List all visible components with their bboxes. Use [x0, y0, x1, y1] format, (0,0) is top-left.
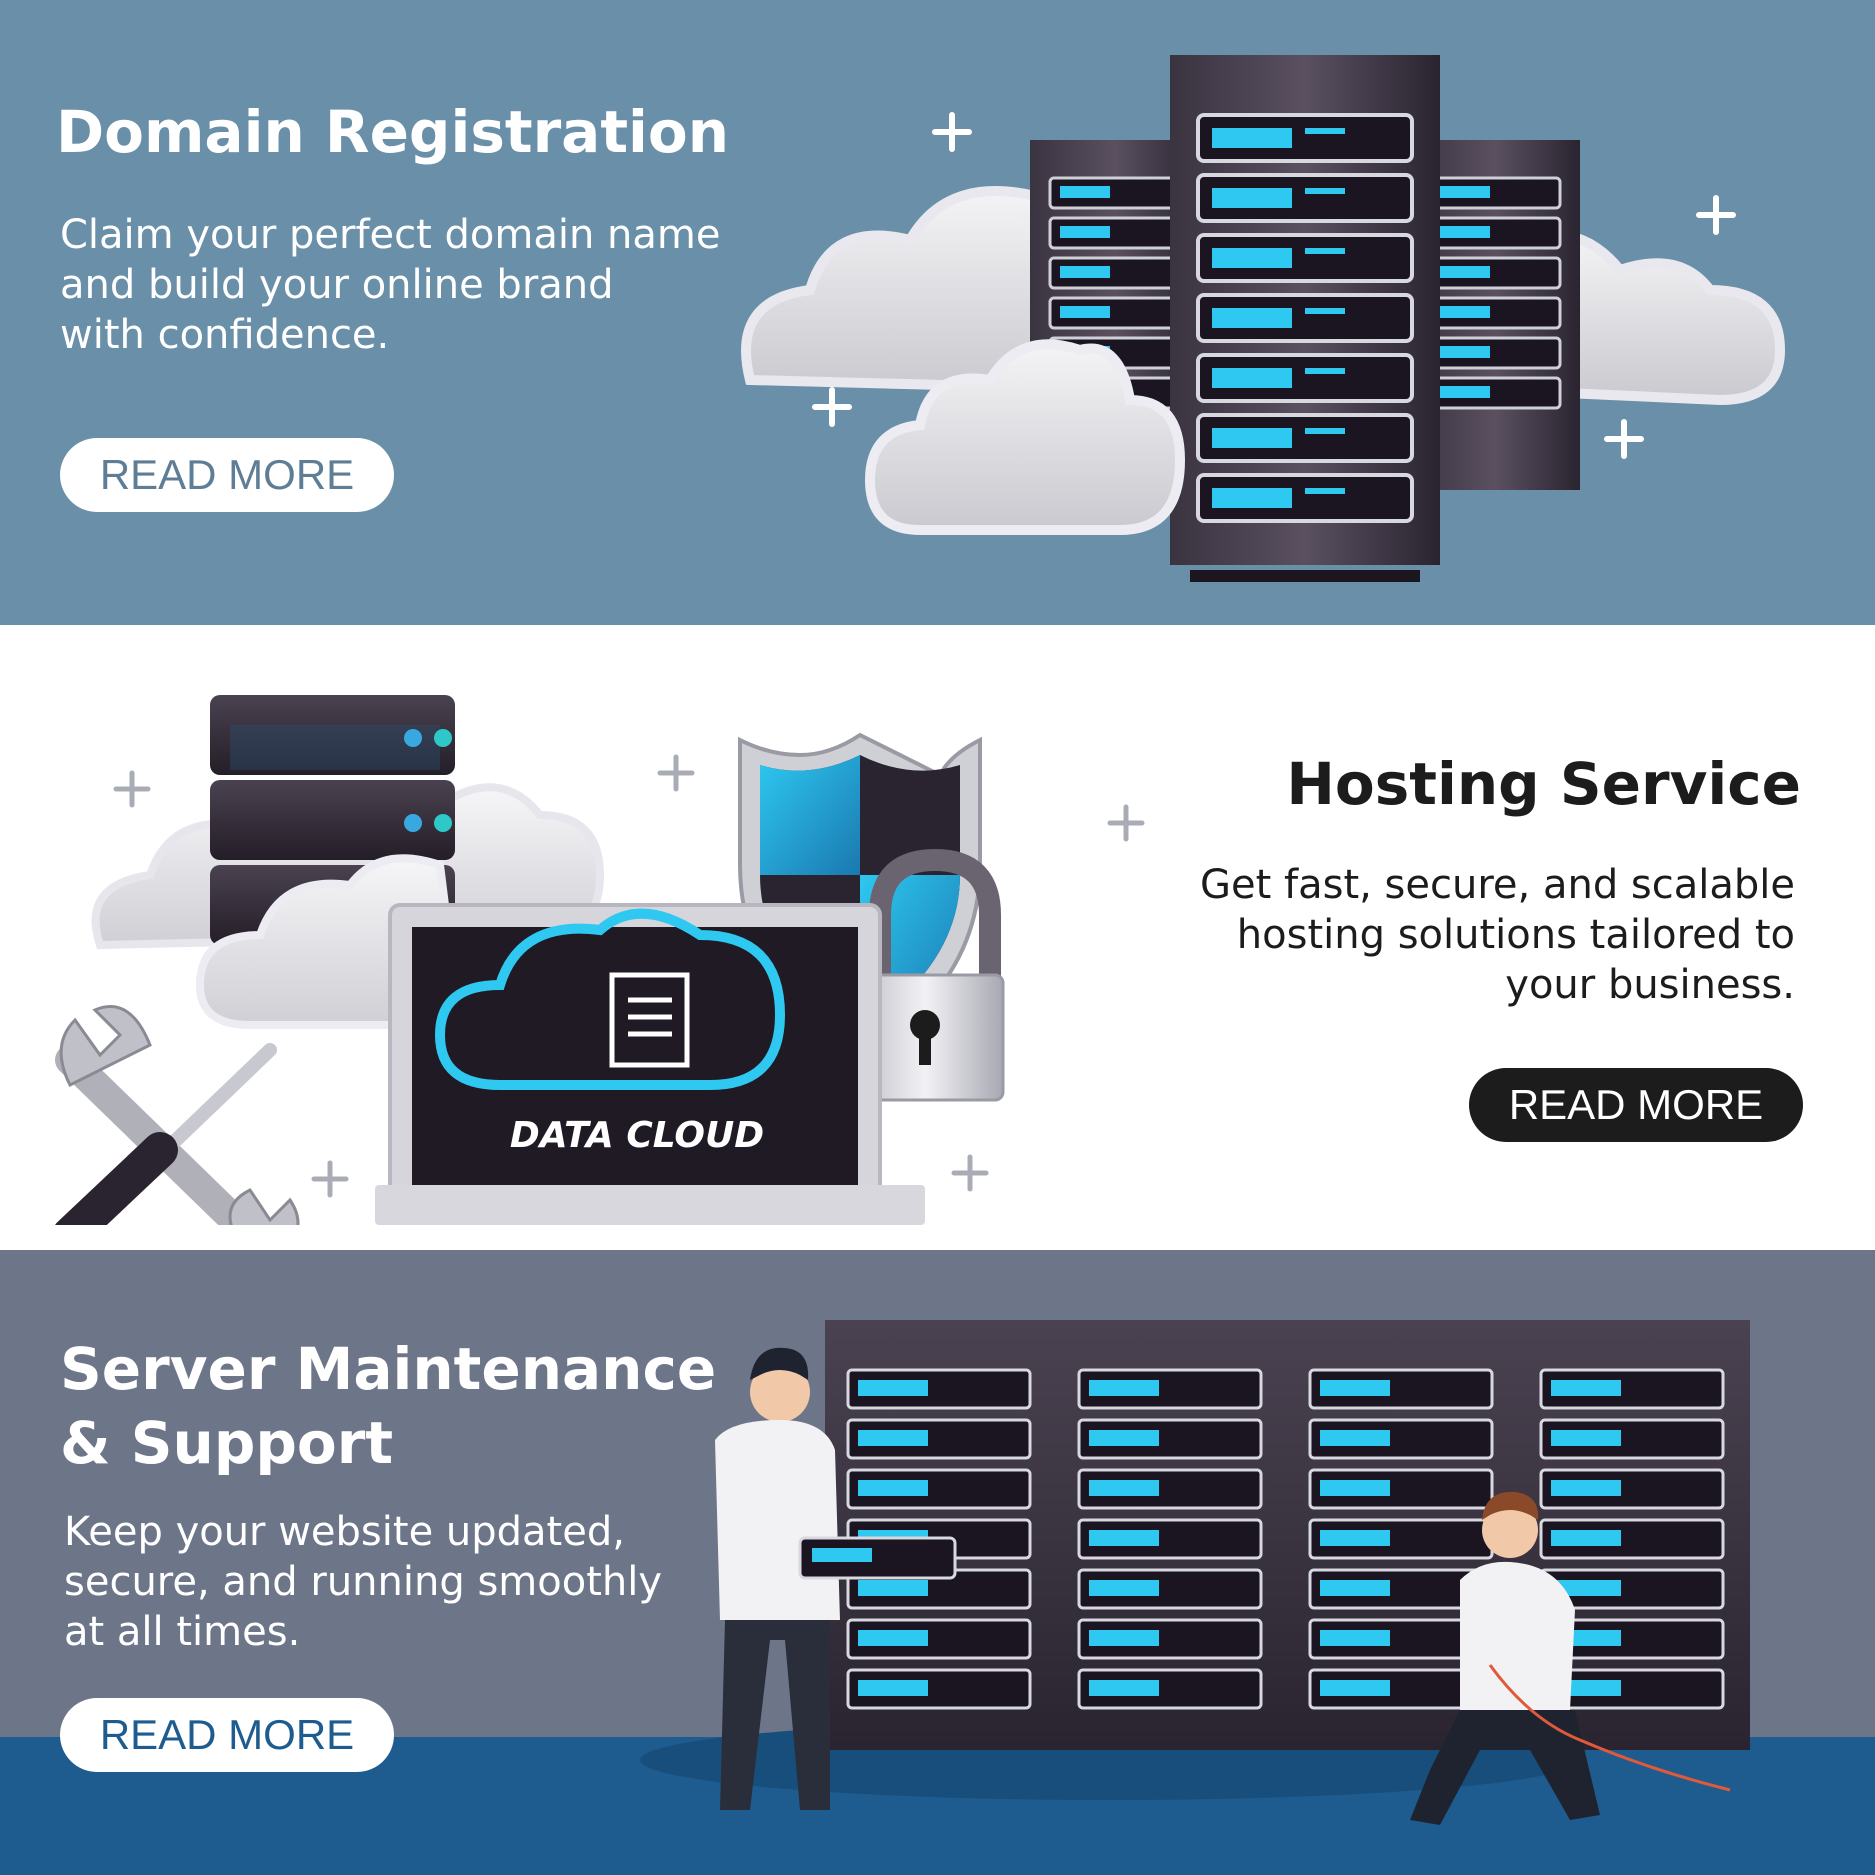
description-line: Keep your website updated,: [64, 1509, 625, 1555]
description-line: your business.: [1505, 962, 1795, 1008]
server-rack-icon: [1170, 55, 1440, 582]
plus-icon: [311, 1160, 349, 1198]
plus-icon: [1107, 804, 1145, 842]
description-line: hosting solutions tailored to: [1236, 912, 1795, 958]
laptop-icon: DATA CLOUD: [375, 903, 925, 1225]
plus-icon: [951, 1154, 989, 1192]
hosting-service-banner: Hosting Service Get fast, secure, and sc…: [0, 625, 1875, 1250]
description-line: at all times.: [64, 1609, 301, 1655]
plus-icon: [812, 387, 852, 427]
cloud-icon: [864, 339, 1186, 535]
banner-description: Get fast, secure, and scalable hosting s…: [1200, 860, 1795, 1010]
description-line: with confidence.: [60, 312, 390, 358]
plus-icon: [657, 754, 695, 792]
read-more-button[interactable]: READ MORE: [1469, 1068, 1803, 1142]
cloud-icon: [434, 908, 786, 1090]
banner-title: Domain Registration: [56, 98, 730, 166]
server-maintenance-banner: Server Maintenance & Support Keep your w…: [0, 1250, 1875, 1875]
server-rack-icon: [825, 1320, 1750, 1750]
read-more-button[interactable]: READ MORE: [60, 1698, 394, 1772]
plus-icon: [1696, 195, 1736, 235]
description-line: and build your online brand: [60, 262, 614, 308]
technician-icon: [715, 1347, 957, 1810]
document-icon: [609, 972, 690, 1068]
data-cloud-illustration: DATA CLOUD: [55, 695, 1145, 1225]
banner-title: Hosting Service: [1286, 750, 1801, 818]
plus-icon: [932, 112, 972, 152]
plus-icon: [1604, 419, 1644, 459]
domain-registration-banner: Domain Registration Claim your perfect d…: [0, 0, 1875, 625]
description-line: Claim your perfect domain name: [60, 212, 721, 258]
title-line: & Support: [60, 1409, 394, 1477]
description-line: secure, and running smoothly: [64, 1559, 663, 1605]
server-cloud-illustration: [741, 55, 1786, 582]
banner-title: Server Maintenance & Support: [60, 1332, 716, 1480]
server-room-illustration: [640, 1320, 1750, 1825]
banner-description: Claim your perfect domain name and build…: [60, 210, 721, 360]
technician-icon: [1410, 1491, 1731, 1825]
title-line: Server Maintenance: [60, 1335, 717, 1403]
description-line: Get fast, secure, and scalable: [1200, 862, 1795, 908]
screwdriver-icon: [55, 1043, 277, 1225]
plus-icon: [113, 770, 151, 808]
screen-label: DATA CLOUD: [510, 1115, 764, 1156]
read-more-button[interactable]: READ MORE: [60, 438, 394, 512]
banner-description: Keep your website updated, secure, and r…: [64, 1507, 662, 1657]
